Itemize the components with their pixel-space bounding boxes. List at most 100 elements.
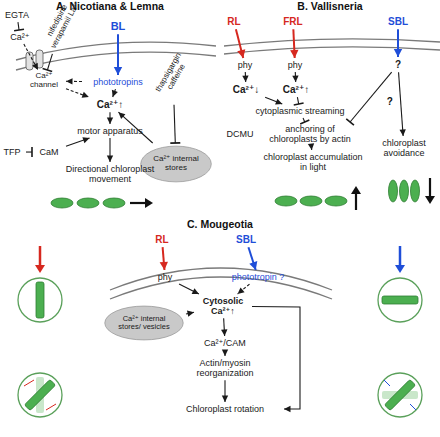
connector-line <box>399 72 404 136</box>
membrane-line <box>224 39 440 46</box>
connector <box>399 72 406 136</box>
connector-line <box>163 247 165 270</box>
node-text: Cytosolic Ca²⁺↑ <box>196 296 250 316</box>
step-label: phototropin ? <box>216 272 300 282</box>
step-label: TFP <box>0 147 24 157</box>
movement-arrow <box>429 178 431 197</box>
connector-line <box>24 44 38 70</box>
connector-line <box>238 284 250 294</box>
light-arrow <box>399 246 402 266</box>
step-label: Actin/myosin reorganization <box>178 358 272 378</box>
connector <box>308 143 314 150</box>
step-label: cytoplasmic streaming <box>250 106 350 116</box>
chloroplast <box>382 296 418 304</box>
arrow-head <box>290 50 298 58</box>
chloroplast <box>384 379 415 410</box>
connector <box>221 318 227 336</box>
connector <box>43 54 53 72</box>
step-label: Cytosolic Ca²⁺↑ <box>196 296 250 316</box>
connector-line <box>66 81 82 82</box>
step-label: FRL <box>278 16 308 27</box>
rotation-mark <box>46 404 56 410</box>
connector-line <box>350 72 392 122</box>
arrow-head <box>66 78 73 84</box>
connector <box>112 89 118 97</box>
movement-arrow-head <box>425 196 435 204</box>
step-label: Directional chloroplast movement <box>58 164 162 184</box>
inhibit-bar <box>14 29 24 30</box>
connector <box>290 29 298 58</box>
connector-line <box>66 89 89 97</box>
connector <box>24 44 38 70</box>
ellipse-outline <box>105 306 183 340</box>
arrow-head <box>114 67 122 75</box>
node-text: Ca²⁺ <box>4 32 36 42</box>
movement-arrow <box>130 202 146 204</box>
node-text: phototropins <box>84 77 152 87</box>
connector <box>292 72 298 82</box>
step-label: Ca²⁺ <box>4 32 36 42</box>
node-text: chloroplast accumulation in light <box>260 152 366 172</box>
connector <box>346 72 391 125</box>
connector <box>265 97 282 104</box>
connector-line <box>224 350 225 356</box>
arrow-head <box>32 63 38 70</box>
node-text: CaM <box>34 147 64 157</box>
chloroplast <box>77 198 99 208</box>
step-label: Ca²⁺/CAM <box>194 338 256 348</box>
connector <box>66 137 90 146</box>
panel-title: B. Vallisneria <box>270 1 390 13</box>
connector-line <box>26 151 32 152</box>
node-text: phy <box>152 272 178 282</box>
inhibit-bar <box>170 142 180 144</box>
node-text: Directional chloroplast movement <box>58 164 162 184</box>
arrow-head <box>187 311 194 317</box>
step-label: SBL <box>230 234 262 245</box>
node-text: Ca²⁺↑ <box>274 84 318 95</box>
chloroplast <box>411 180 420 202</box>
connector <box>394 29 402 57</box>
step-label: RL <box>150 234 174 245</box>
node-text: phy <box>282 60 308 70</box>
arrow-head <box>394 49 402 57</box>
node-text: SBL <box>382 16 414 27</box>
node-text: Ca²⁺ channel <box>24 72 64 90</box>
step-label: Ca²⁺↓ <box>224 84 268 95</box>
arrow-head <box>308 143 314 150</box>
chloroplast <box>325 196 347 206</box>
connector <box>107 138 113 162</box>
node-text: Ca²⁺/CAM <box>194 338 256 348</box>
light-arrow-head <box>35 265 45 273</box>
step-label: ? <box>390 59 406 70</box>
connector-line <box>18 22 19 30</box>
light-arrow <box>39 246 42 266</box>
connector <box>186 311 194 317</box>
rotation-mark <box>410 404 416 410</box>
arrow-head <box>242 75 248 82</box>
step-label: phototropins <box>84 77 152 87</box>
movement-arrow-head <box>351 186 361 194</box>
step-label: Chloroplast rotation <box>168 404 282 414</box>
connector-line <box>174 105 175 143</box>
step-label: SBL <box>382 16 414 27</box>
connector <box>222 380 228 402</box>
inhibit-bar <box>31 147 33 157</box>
connector-line <box>245 72 247 82</box>
connector-line <box>186 312 194 314</box>
node-text: ? <box>390 59 406 70</box>
step-label: Ca²⁺↑ <box>88 99 132 110</box>
panel-title: C. Mougeotia <box>150 219 290 231</box>
node-text: anchoring of chloroplasts by actin <box>260 124 360 144</box>
connector-line <box>311 146 313 150</box>
arrow-head <box>222 396 228 403</box>
connector-line <box>252 306 300 409</box>
rotation-mark <box>384 380 390 386</box>
step-label: phy <box>152 272 178 282</box>
membrane-line <box>224 47 440 54</box>
connector <box>107 112 113 124</box>
arrow-head <box>284 406 291 412</box>
connector-line <box>223 318 225 336</box>
connector-line <box>303 118 305 122</box>
connector-line <box>293 29 294 58</box>
